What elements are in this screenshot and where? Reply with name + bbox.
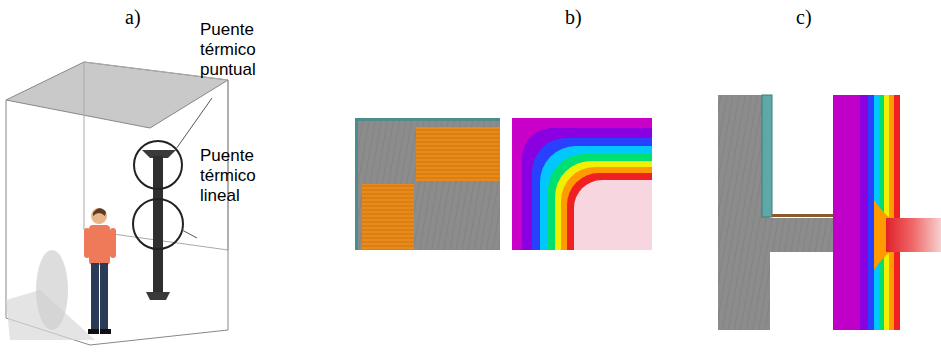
thermal-image-slab: [833, 95, 941, 330]
callout-label: Puente térmico lineal: [200, 146, 292, 206]
person-figure: [36, 208, 116, 334]
thermal-image-corner: [512, 118, 652, 250]
panel-letter: c): [796, 6, 812, 28]
room-drawing: [6, 62, 228, 345]
slab-section: [718, 95, 846, 330]
panel-letter: a): [125, 6, 141, 28]
corner-section: [355, 118, 500, 250]
panel-letter: b): [565, 6, 582, 28]
callout-label: Puente térmico puntual: [200, 20, 292, 80]
